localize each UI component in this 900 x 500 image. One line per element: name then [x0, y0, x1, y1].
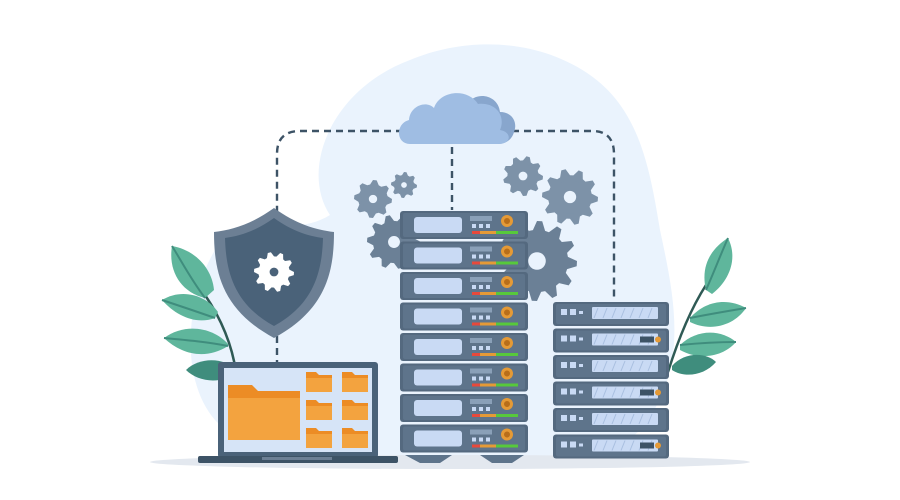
server-unit — [400, 363, 528, 392]
server-unit — [400, 211, 528, 239]
gear-cluster — [354, 156, 598, 301]
server-unit — [400, 394, 528, 422]
server-unit — [400, 333, 528, 361]
server-unit — [400, 302, 528, 331]
server-unit — [553, 328, 669, 353]
folder-icon — [342, 400, 368, 420]
server-unit — [400, 424, 528, 453]
folder-grid — [306, 372, 368, 448]
gear-icon — [391, 172, 417, 198]
server-unit — [400, 272, 528, 300]
folder-icon — [306, 400, 332, 420]
server-rack-main — [400, 211, 528, 453]
folder-icon — [342, 428, 368, 448]
folder-icon — [306, 428, 332, 448]
server-unit — [553, 381, 669, 406]
folder-icon — [228, 385, 300, 440]
connection-lines — [275, 129, 616, 362]
server-rack-icon — [400, 211, 528, 463]
shield-icon — [214, 208, 334, 338]
gear-icon — [254, 252, 294, 292]
server-unit — [553, 355, 669, 379]
server-unit — [553, 434, 669, 459]
gear-icon — [254, 252, 294, 292]
folder-icon — [306, 372, 332, 392]
laptop-icon — [198, 362, 398, 463]
server-unit — [400, 241, 528, 270]
gear-icon — [354, 180, 392, 218]
server-rack-secondary-icon — [553, 302, 669, 459]
server-rack-side — [553, 302, 669, 459]
server-unit — [553, 408, 669, 432]
gear-icon — [503, 156, 543, 196]
cloud-icon — [398, 93, 516, 144]
leaf-icon-right — [666, 237, 747, 375]
gear-icon — [542, 169, 598, 225]
folder-icon — [342, 372, 368, 392]
server-unit — [553, 302, 669, 326]
